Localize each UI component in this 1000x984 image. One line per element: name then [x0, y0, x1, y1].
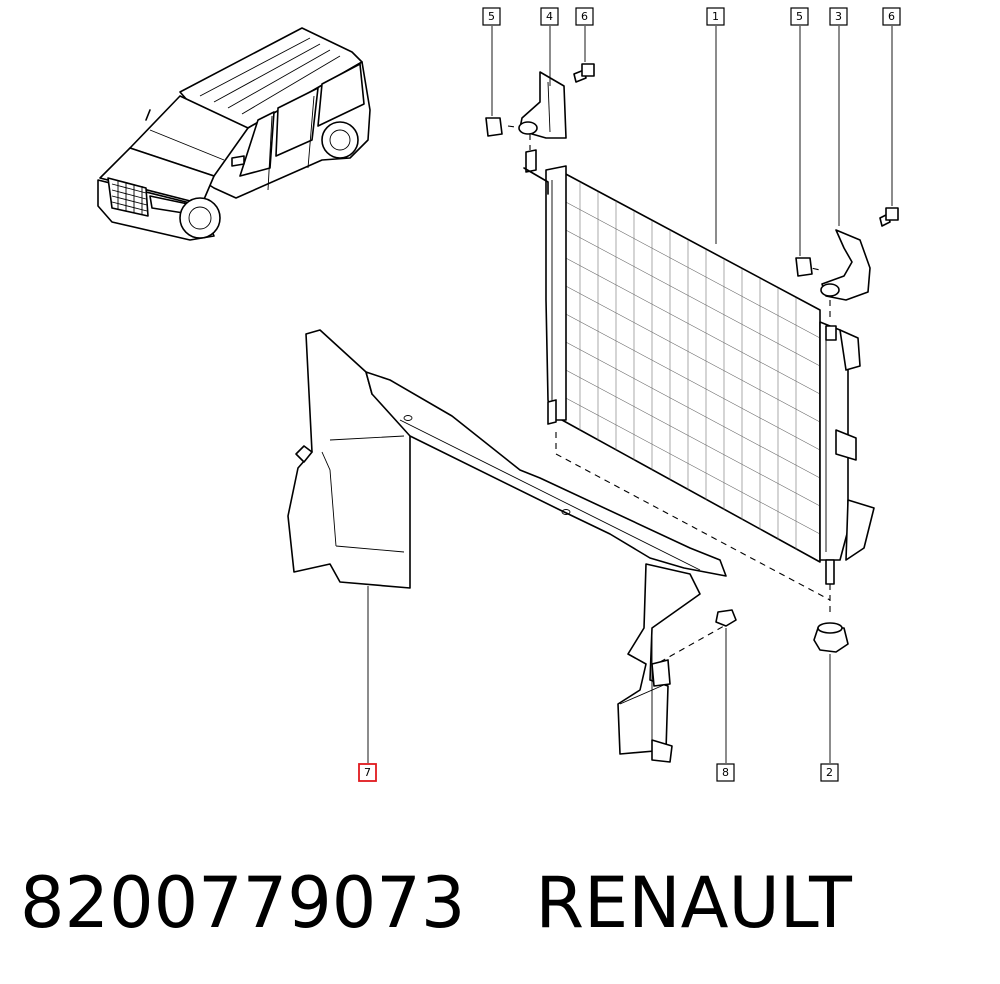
callout-6b: 6 — [882, 7, 901, 26]
air-deflector-7 — [287, 329, 727, 763]
part-caption: 8200779073 RENAULT — [20, 858, 852, 948]
callout-label: 4 — [546, 10, 553, 23]
nut-5-right — [795, 257, 813, 277]
callout-7: 7 — [358, 763, 377, 782]
callout-5a: 5 — [482, 7, 501, 26]
callout-6a: 6 — [575, 7, 594, 26]
bracket-4 — [518, 71, 567, 139]
callout-label: 5 — [488, 10, 495, 23]
clip-8 — [715, 609, 737, 627]
callout-5b: 5 — [790, 7, 809, 26]
callout-label: 2 — [826, 766, 833, 779]
bolt-6-top — [573, 63, 595, 83]
nut-5-top — [485, 117, 503, 137]
brand-name: RENAULT — [535, 862, 852, 944]
callout-3: 3 — [829, 7, 848, 26]
callout-label: 6 — [888, 10, 895, 23]
callout-label: 5 — [796, 10, 803, 23]
part-number: 8200779073 — [20, 862, 466, 944]
radiator — [523, 149, 875, 585]
vehicle-illustration — [97, 27, 371, 241]
callout-2: 2 — [820, 763, 839, 782]
callout-label: 8 — [722, 766, 729, 779]
callout-1: 1 — [706, 7, 725, 26]
callout-label: 3 — [835, 10, 842, 23]
callout-label: 6 — [581, 10, 588, 23]
callout-label: 7 — [364, 766, 371, 779]
bracket-3 — [820, 229, 871, 301]
callout-label: 1 — [712, 10, 719, 23]
leader-lines — [367, 26, 893, 763]
callout-4: 4 — [540, 7, 559, 26]
bolt-6-right — [879, 207, 899, 227]
callout-8: 8 — [716, 763, 735, 782]
rubber-mount-2 — [813, 622, 849, 653]
